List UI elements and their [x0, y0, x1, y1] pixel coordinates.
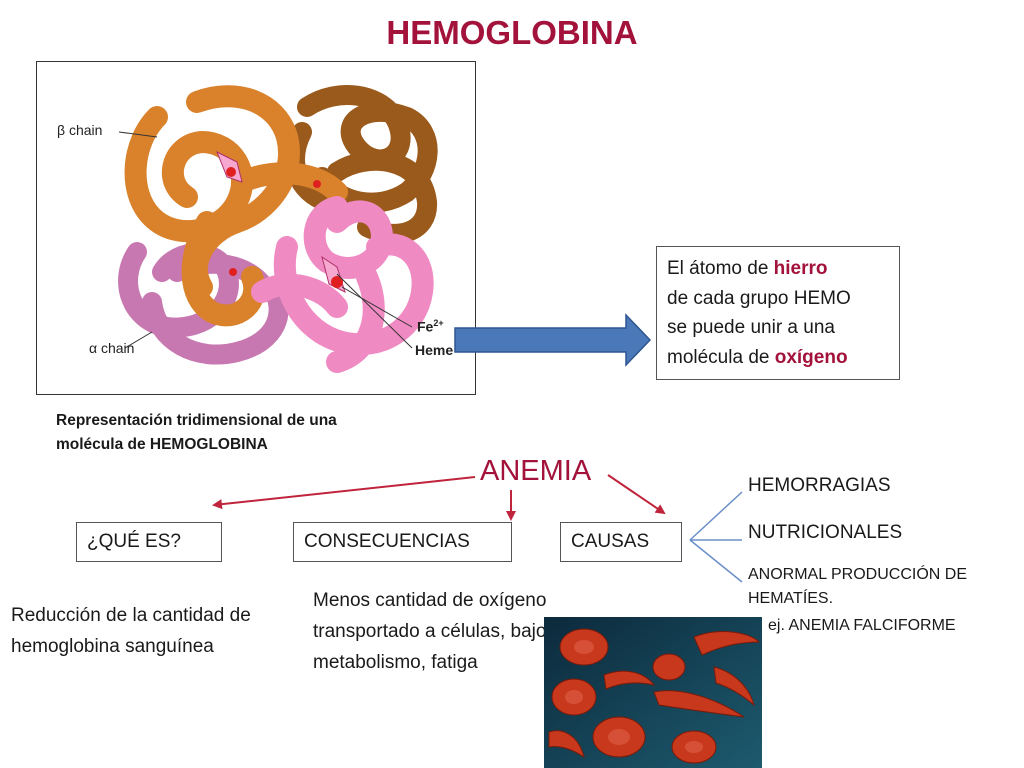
- hemoglobin-molecule-figure: β chain α chain Fe2+ Heme: [36, 61, 476, 395]
- cause-nutricionales: NUTRICIONALES: [748, 522, 903, 543]
- definition-text: Reducción de la cantidad de hemoglobina …: [11, 605, 251, 657]
- fe-label: Fe2+: [417, 318, 444, 335]
- causas-box: CAUSAS: [560, 522, 682, 562]
- beta-chain-label: β chain: [57, 122, 103, 138]
- arrow-to-que-es: [212, 476, 476, 510]
- cause-anormal-produccion: ANORMAL PRODUCCIÓN DE HEMATÍES.: [748, 566, 967, 607]
- que-es-box: ¿QUÉ ES?: [76, 522, 222, 562]
- figure-caption: Representación tridimensional de una mol…: [56, 412, 337, 453]
- heme-label: Heme: [415, 342, 454, 358]
- arrow-to-causas: [607, 474, 666, 515]
- alpha-chain-label: α chain: [89, 340, 135, 356]
- keyword-hierro: hierro: [773, 258, 828, 279]
- consecuencias-box: CONSECUENCIAS: [293, 522, 512, 562]
- blue-arrow: [454, 313, 652, 367]
- keyword-oxigeno: oxígeno: [774, 346, 848, 368]
- causes-branch-lines: [689, 491, 743, 583]
- alpha-chain-1-shape: [251, 196, 434, 373]
- cause-hemorragias: HEMORRAGIAS: [748, 475, 891, 496]
- consequences-text: Menos cantidad de oxígeno transportado a…: [313, 590, 547, 673]
- hemoglobin-molecule-illustration: [118, 85, 438, 373]
- iron-atom-note: El átomo de hierro de cada grupo HEMO se…: [656, 246, 900, 380]
- page-title: HEMOGLOBINA: [386, 14, 638, 51]
- beta-chain-1-shape: [124, 85, 348, 327]
- sickle-cell-illustration: [544, 617, 762, 768]
- anemia-heading: ANEMIA: [480, 455, 592, 487]
- sickle-cell-photo: [544, 617, 762, 768]
- label-leader-lines: [118, 131, 413, 349]
- cause-example: ej. ANEMIA FALCIFORME: [768, 617, 956, 634]
- heme-group-shapes: [216, 150, 346, 293]
